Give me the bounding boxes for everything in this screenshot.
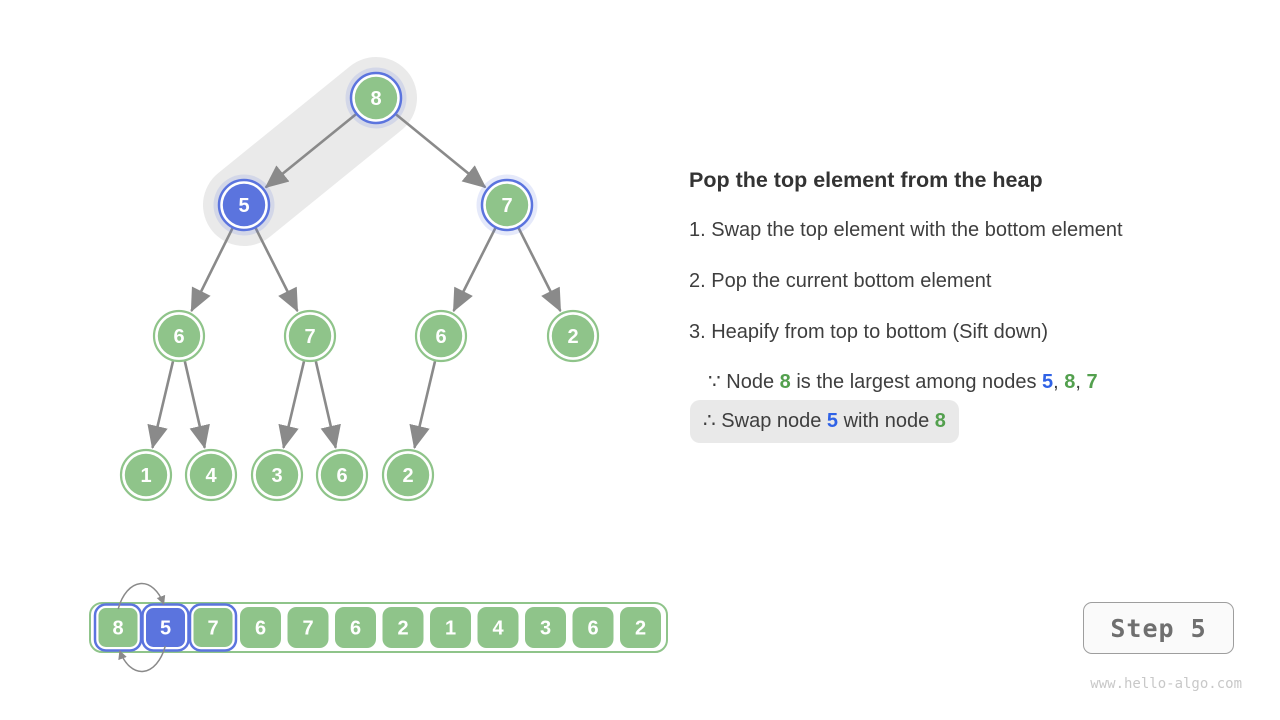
tree-edge <box>452 227 497 313</box>
array-cell: 2 <box>382 607 424 648</box>
array-cell: 6 <box>572 607 614 648</box>
swap-arrow-top-icon <box>117 582 166 610</box>
instruction-line: 2. Pop the current bottom element <box>689 268 991 294</box>
tree-node-value: 7 <box>501 195 512 217</box>
instruction-text: is the largest among nodes <box>790 371 1043 393</box>
tree-node-value: 6 <box>336 465 347 487</box>
array-cell: 3 <box>525 607 566 648</box>
instruction-line: ∵ Node 8 is the largest among nodes 5, 8… <box>708 369 1098 395</box>
array-cell-value: 2 <box>397 618 408 640</box>
swap-arrow-bottom-icon <box>118 645 167 673</box>
instruction-line: 1. Swap the top element with the bottom … <box>689 217 1123 243</box>
node-number-green: 8 <box>1064 371 1076 393</box>
tree-node-6: 6 <box>152 309 206 363</box>
array-cell-value: 7 <box>302 618 313 640</box>
tree-node-value: 6 <box>435 326 446 348</box>
tree-node-value: 1 <box>140 465 151 487</box>
tree-edge <box>314 361 341 449</box>
tree-node-value: 2 <box>567 326 578 348</box>
array-cell: 8 <box>93 603 143 652</box>
instruction-text: ∵ Node <box>708 371 780 393</box>
tree-node-value: 3 <box>271 465 282 487</box>
tree-edge <box>395 113 487 189</box>
tree-edge <box>517 227 562 313</box>
array-container: 8 5 7 6 7 6 2 1 4 3 6 2 <box>89 602 668 653</box>
instruction-text: ∴ Swap node <box>703 410 827 432</box>
array-cell: 7 <box>287 607 329 648</box>
tree-node-value: 8 <box>370 88 381 110</box>
tree-node-2: 2 <box>546 309 600 363</box>
tree-node-1: 1 <box>119 448 173 502</box>
instruction-text: 1. Swap the top element with the bottom … <box>689 219 1123 241</box>
array-cell-value: 8 <box>112 618 123 640</box>
tree-node-value: 4 <box>205 465 217 487</box>
array-cell-value: 5 <box>160 618 171 640</box>
array-cell: 4 <box>477 607 519 648</box>
array-cell: 6 <box>240 607 281 648</box>
instruction-text: , <box>1053 371 1065 393</box>
instruction-text: 3. Heapify from top to bottom (Sift down… <box>689 321 1049 343</box>
tree-edge <box>278 360 306 450</box>
tree-node-3: 3 <box>250 448 304 502</box>
node-number-green: 7 <box>1086 371 1098 393</box>
tree-node-6: 6 <box>414 309 468 363</box>
array-cell-value: 1 <box>445 618 456 640</box>
array-cell-value: 6 <box>255 618 266 640</box>
tree-node-2: 2 <box>381 448 435 502</box>
array-cell-value: 6 <box>350 618 361 640</box>
tree-node-value: 5 <box>238 195 249 217</box>
tree-edge <box>264 113 357 189</box>
instruction-line: 3. Heapify from top to bottom (Sift down… <box>689 319 1048 345</box>
tree-edge <box>190 227 234 313</box>
watermark: www.hello-algo.com <box>1090 676 1242 692</box>
instruction-line: ∴ Swap node 5 with node 8 <box>690 400 959 443</box>
instruction-text: with node <box>838 410 935 432</box>
tree-node-4: 4 <box>184 448 238 502</box>
conclusion-highlight: ∴ Swap node 5 with node 8 <box>690 400 959 443</box>
tree-node-value: 7 <box>304 326 315 348</box>
array-cell-value: 4 <box>492 618 504 640</box>
tree-edge <box>183 361 210 449</box>
tree-node-6: 6 <box>315 448 369 502</box>
tree-node-value: 6 <box>173 326 184 348</box>
array-cell: 1 <box>430 607 471 648</box>
tree-edge <box>409 360 437 450</box>
step-badge: Step 5 <box>1083 602 1234 654</box>
array-cell: 6 <box>335 607 376 648</box>
tree-node-5: 5 <box>213 174 275 236</box>
array-cell: 7 <box>188 603 238 652</box>
node-number-green: 8 <box>934 410 946 432</box>
node-number-blue: 5 <box>1042 371 1054 393</box>
array-cell: 5 <box>141 603 190 652</box>
array-cell-value: 6 <box>587 618 598 640</box>
array-cell: 2 <box>620 607 661 648</box>
tree-edge <box>147 360 175 450</box>
panel-title: Pop the top element from the heap <box>689 168 1043 192</box>
node-number-green: 8 <box>779 371 791 393</box>
tree-node-7: 7 <box>476 174 538 236</box>
tree-node-8: 8 <box>345 67 407 129</box>
array-cell-value: 7 <box>207 618 218 640</box>
step-badge-label: Step 5 <box>1110 613 1207 643</box>
tree-node-value: 2 <box>402 465 413 487</box>
tree-node-7: 7 <box>283 309 337 363</box>
instruction-text: , <box>1075 371 1087 393</box>
node-number-blue: 5 <box>826 410 839 432</box>
instruction-text: 2. Pop the current bottom element <box>689 270 992 292</box>
tree-edge <box>254 227 299 313</box>
swap-indicator <box>117 582 167 673</box>
array-cell-value: 3 <box>540 618 551 640</box>
array-cell-value: 2 <box>635 618 646 640</box>
